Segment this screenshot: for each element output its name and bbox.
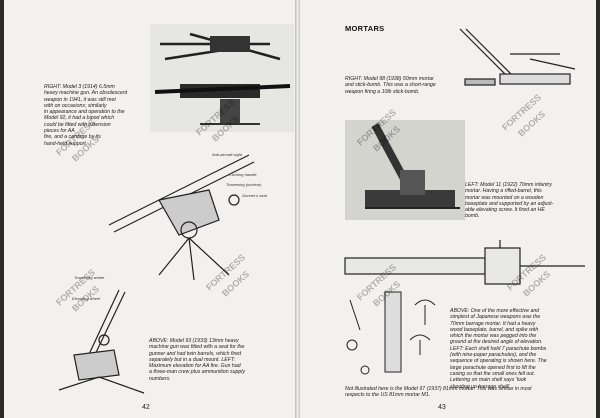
watermark-left-2: FORTRESS BOOKS — [194, 97, 264, 150]
label-traversing: Traversing (unclear) — [226, 182, 262, 187]
right-caption-model98: RIGHT: Model 98 (1938) 50mm mortar and s… — [345, 76, 436, 95]
aa-machine-gun-drawing — [108, 154, 255, 280]
model-98-mortar-drawing — [459, 28, 576, 86]
left-page: RIGHT: Model 3 (1914) 6.5mm heavy machin… — [4, 0, 296, 418]
book-gutter — [295, 0, 301, 418]
watermark-right-2: FORTRESS BOOKS — [500, 92, 570, 145]
watermark-left-1: FORTRESS BOOKS — [54, 117, 124, 170]
mortars-heading: MORTARS — [345, 24, 385, 33]
right-page: MORTARS RIGHT: Model 98 (1938) 50mm mort… — [300, 0, 596, 418]
label-gunners-seat: Gunner's seat — [242, 193, 267, 198]
barrage-mortar-drawing — [344, 240, 585, 285]
parachute-bomb-sequence-drawing — [346, 291, 436, 375]
watermark-left-3: FORTRESS BOOKS — [54, 267, 124, 320]
machine-gun-photo — [150, 24, 294, 132]
model-11-mortar-photo — [345, 120, 465, 220]
label-cocking-handle: Cocking handle — [229, 172, 257, 177]
watermark-right-1: FORTRESS BOOKS — [355, 107, 425, 160]
right-caption-model11: LEFT: Model 11 (1922) 70mm infantry mort… — [465, 182, 554, 220]
left-page-number: 42 — [142, 404, 150, 411]
aa-gun-max-elevation-drawing — [58, 289, 145, 394]
watermark-left-4: FORTRESS BOOKS — [204, 252, 274, 305]
right-caption-barrage: ABOVE: One of the more effective and sim… — [450, 308, 547, 390]
watermark-right-4: FORTRESS BOOKS — [505, 252, 575, 305]
watermark-right-3: FORTRESS BOOKS — [355, 262, 425, 315]
left-caption-right: RIGHT: Model 3 (1914) 6.5mm heavy machin… — [44, 84, 128, 147]
machine-gun-photo-drawing — [150, 24, 294, 132]
label-aa-sight: Anti-aircraft sight — [212, 152, 243, 157]
right-page-number: 43 — [438, 404, 446, 411]
right-caption-bottom: Not illustrated here is the Model 97 (19… — [345, 386, 532, 399]
label-elevating-wheel: Elevating wheel — [72, 296, 101, 301]
label-traversing-wheel: Traversing wheel — [74, 275, 105, 280]
left-caption-bottom: ABOVE: Model 93 (1933) 13mm heavy machin… — [149, 338, 246, 382]
model-11-mortar-photo-drawing — [345, 120, 465, 220]
